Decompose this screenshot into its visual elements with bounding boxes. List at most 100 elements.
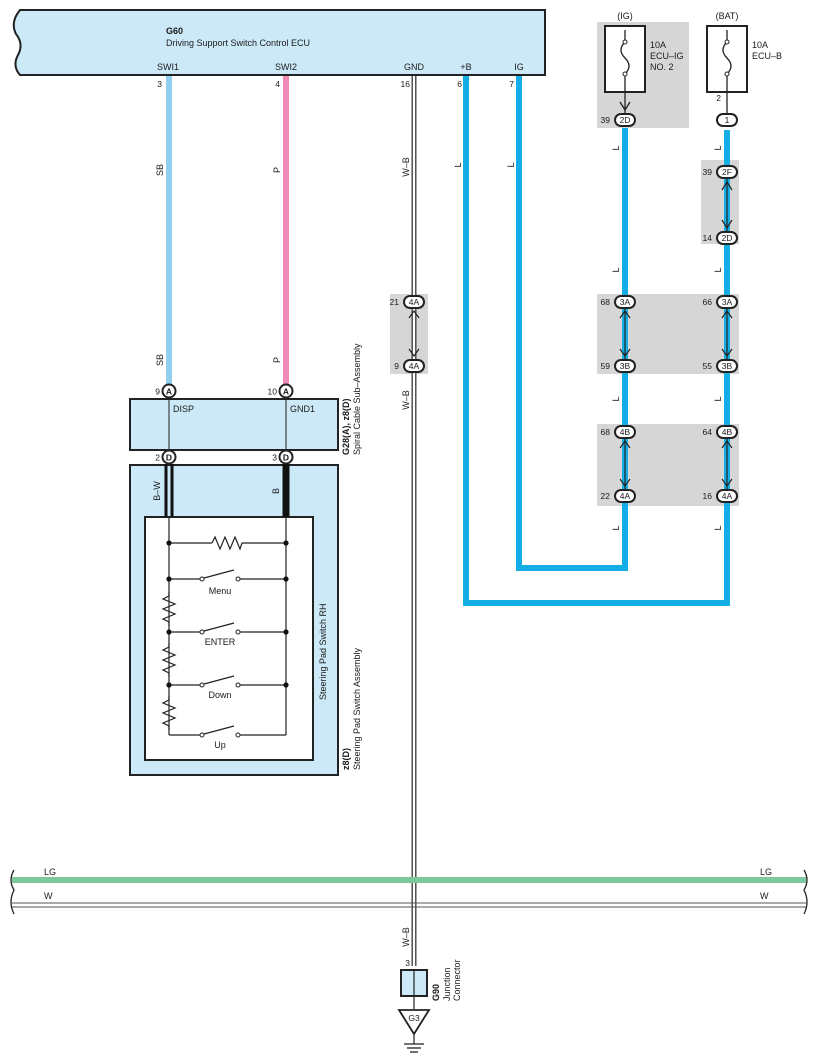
wire-label-lg-left: LG xyxy=(44,867,56,877)
switch-label-up: Up xyxy=(214,740,226,750)
spiral-a-disp-pin: 9 xyxy=(155,387,160,397)
fuse-bat-name1: ECU–B xyxy=(752,51,782,61)
connector-ig-2d-code: 2D xyxy=(620,115,631,125)
ground-triangle xyxy=(397,1009,431,1036)
connector-bat-1-badge xyxy=(716,113,738,127)
fuse-ecu-ig-no2: (IG) 10A ECU–IG NO. 2 xyxy=(604,11,684,114)
switch-up-contact-left xyxy=(199,732,205,738)
wire-label-l-ig: L xyxy=(506,162,516,167)
switch-down-contact-left xyxy=(199,682,205,688)
connector-bat-2d: 2D 14 xyxy=(703,231,738,245)
wire-label-sb-bot: SB xyxy=(155,354,165,366)
ecu-terminal-swi2: SWI2 xyxy=(275,62,297,72)
wire-label-wb-top: W–B xyxy=(401,157,411,177)
junction-dot-r2 xyxy=(283,576,289,582)
fuse-ig-name2: NO. 2 xyxy=(650,62,674,72)
junction-pin: 3 xyxy=(405,958,410,968)
connector-gnd-4a-top-badge xyxy=(403,295,425,309)
splice-bat-4a-arrow-down xyxy=(721,478,733,488)
splice-bat-4b-arrow-up xyxy=(721,439,733,449)
junction-name2: Connector xyxy=(452,959,462,1001)
connector-bat-4a-badge xyxy=(716,489,738,503)
connector-ig-3a-code: 3A xyxy=(620,297,631,307)
connector-bat-4a: 4A 16 xyxy=(703,489,738,503)
spiral-a-gnd1-pin: 10 xyxy=(268,387,278,397)
ecu-pin-ig: 7 xyxy=(509,79,514,89)
spiral-a-gnd1-code: A xyxy=(283,387,289,397)
connector-ig-3b-code: 3B xyxy=(620,361,631,371)
connector-ig-4b-code: 4B xyxy=(620,427,631,437)
spiral-d-gnd1-code: D xyxy=(283,453,289,463)
junction-connector-g90: 3 G90 Junction Connector xyxy=(400,958,462,1009)
junction-dot-l2 xyxy=(166,576,172,582)
switch-down-contact-right xyxy=(235,682,241,688)
fuse-ig-source: (IG) xyxy=(617,11,633,21)
connector-ig-2d-badge xyxy=(614,113,636,127)
resistor-left-2 xyxy=(161,643,177,677)
connector-gnd-4a-bot-badge xyxy=(403,359,425,373)
ground-point-g3: G3 xyxy=(397,1009,431,1053)
junction-dot-l3 xyxy=(166,629,172,635)
wire-label-wb-bot: W–B xyxy=(401,927,411,947)
wire-label-l-3: L xyxy=(611,396,621,401)
connector-gnd-4a-top-pin: 21 xyxy=(390,297,400,307)
junction-dot-l4 xyxy=(166,682,172,688)
splice-ig-3b-arrow-down xyxy=(619,348,631,358)
splice-ig-3a-arrow-up xyxy=(619,309,631,319)
connector-ig-2d-pin: 39 xyxy=(601,115,611,125)
connector-bat-4a-pin: 16 xyxy=(703,491,713,501)
spiral-d-disp-code: D xyxy=(166,453,172,463)
wire-label-l-4: L xyxy=(611,525,621,530)
connector-bat-3a: 3A 66 xyxy=(703,295,738,309)
wire-label-lg-right: LG xyxy=(760,867,772,877)
wire-label-l-1: L xyxy=(611,145,621,150)
fuse-bat-source: (BAT) xyxy=(716,11,739,21)
connector-bat-3b-pin: 55 xyxy=(703,361,713,371)
wire-label-l-2: L xyxy=(611,267,621,272)
fuse-bat-pin: 2 xyxy=(716,93,721,103)
connector-bat-4b: 4B 64 xyxy=(703,425,738,439)
ecu-code: G60 xyxy=(166,26,183,36)
ecu-name: Driving Support Switch Control ECU xyxy=(166,38,310,48)
splice-2f-2d-arrow-up xyxy=(721,180,733,191)
splice-gnd-arrow-up xyxy=(408,309,420,319)
switch-label-menu: Menu xyxy=(209,586,232,596)
connector-gnd-4a-bot-code: 4A xyxy=(409,361,420,371)
switch-enter-blade xyxy=(203,622,235,632)
connector-bat-2d-code: 2D xyxy=(722,233,733,243)
spiral-a-disp-code: A xyxy=(166,387,172,397)
splice-ig-4b-arrow-up xyxy=(619,439,631,449)
wire-label-l-7: L xyxy=(713,396,723,401)
connector-gnd-4a-bot: 4A 9 xyxy=(394,359,425,373)
connector-ig-4a-code: 4A xyxy=(620,491,631,501)
wire-label-bw: B–W xyxy=(152,481,162,501)
splice-bat-3b-arrow-down xyxy=(721,348,733,358)
ecu-terminal-gnd: GND xyxy=(404,62,425,72)
junction-dot-r4 xyxy=(283,682,289,688)
switch-up-blade xyxy=(203,725,235,735)
switch-enter-contact-right xyxy=(235,629,241,635)
connector-bat-4b-pin: 64 xyxy=(703,427,713,437)
connector-ig-3a-pin: 68 xyxy=(601,297,611,307)
connector-bat-3b-code: 3B xyxy=(722,361,733,371)
spiral-cable: A 9 A 10 DISP GND1 D 2 D 3 G28(A), z8(D)… xyxy=(129,343,362,465)
wire-label-l-plus-b: L xyxy=(453,162,463,167)
wire-label-w-left: W xyxy=(44,891,53,901)
spiral-name: Spiral Cable Sub–Assembly xyxy=(352,343,362,455)
junction-dot-l1 xyxy=(166,540,172,546)
splice-2f-2d-arrow-down xyxy=(721,219,733,230)
switch-up-contact-right xyxy=(235,732,241,738)
connector-bat-2d-pin: 14 xyxy=(703,233,713,243)
ecu-pin-swi2: 4 xyxy=(275,79,280,89)
connector-bat-1: 1 xyxy=(716,113,738,127)
connector-bat-4b-code: 4B xyxy=(722,427,733,437)
connector-gnd-4a-top-code: 4A xyxy=(409,297,420,307)
connector-bat-1-code: 1 xyxy=(725,115,730,125)
wire-label-p-top: P xyxy=(272,167,282,173)
steering-code: z8(D) xyxy=(341,748,351,770)
junction-dot-r1 xyxy=(283,540,289,546)
resistor-top xyxy=(211,535,243,551)
switch-menu-contact-left xyxy=(199,576,205,582)
fuse-bat-terminal-top xyxy=(724,39,730,45)
